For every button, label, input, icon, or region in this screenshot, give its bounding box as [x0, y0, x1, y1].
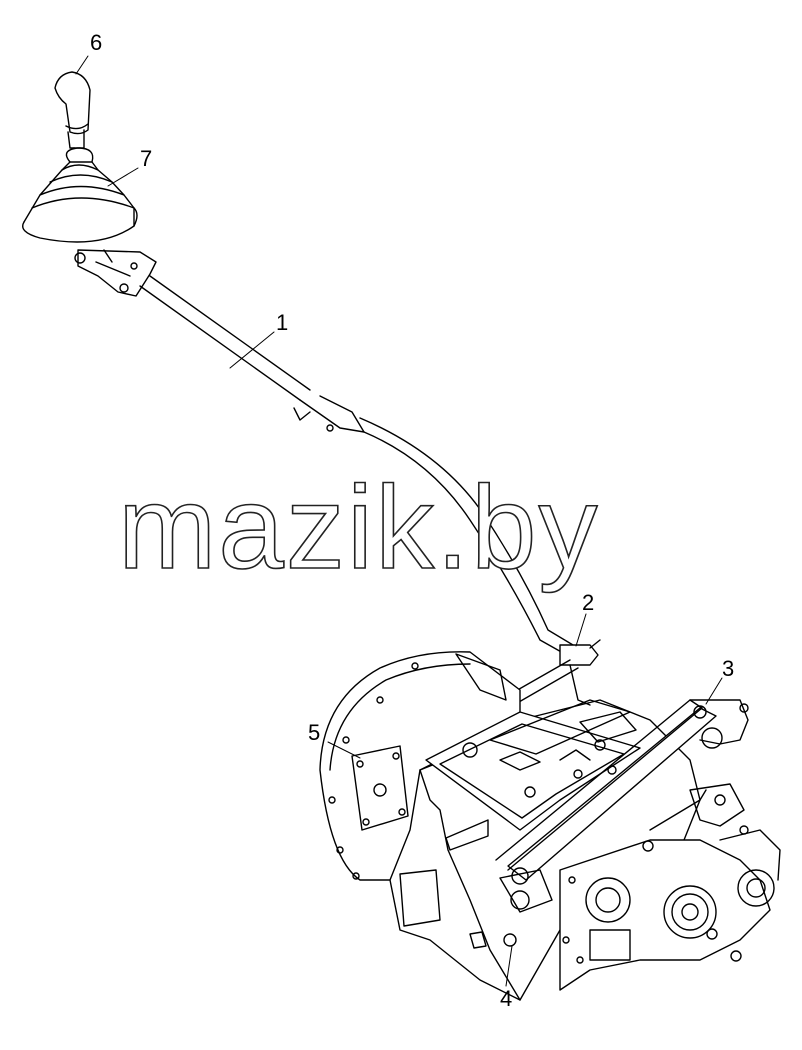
lever-bracket	[74, 249, 157, 297]
callout-4: 4	[500, 986, 512, 1011]
callout-1: 1	[276, 310, 288, 335]
callout-5: 5	[308, 720, 320, 745]
linkage-lever	[499, 639, 601, 711]
side-cover	[351, 745, 409, 831]
watermark-text: mazik.by	[118, 462, 600, 594]
drain-plug	[469, 931, 517, 949]
callout-3: 3	[722, 656, 734, 681]
shift-rod	[139, 275, 579, 659]
shift-boot	[22, 147, 138, 243]
callout-7: 7	[140, 146, 152, 171]
leader-lines	[75, 55, 723, 987]
support-frame	[495, 699, 749, 913]
rear-output	[559, 783, 781, 991]
callout-6: 6	[90, 30, 102, 55]
callout-2: 2	[582, 590, 594, 615]
shift-knob	[54, 71, 91, 161]
